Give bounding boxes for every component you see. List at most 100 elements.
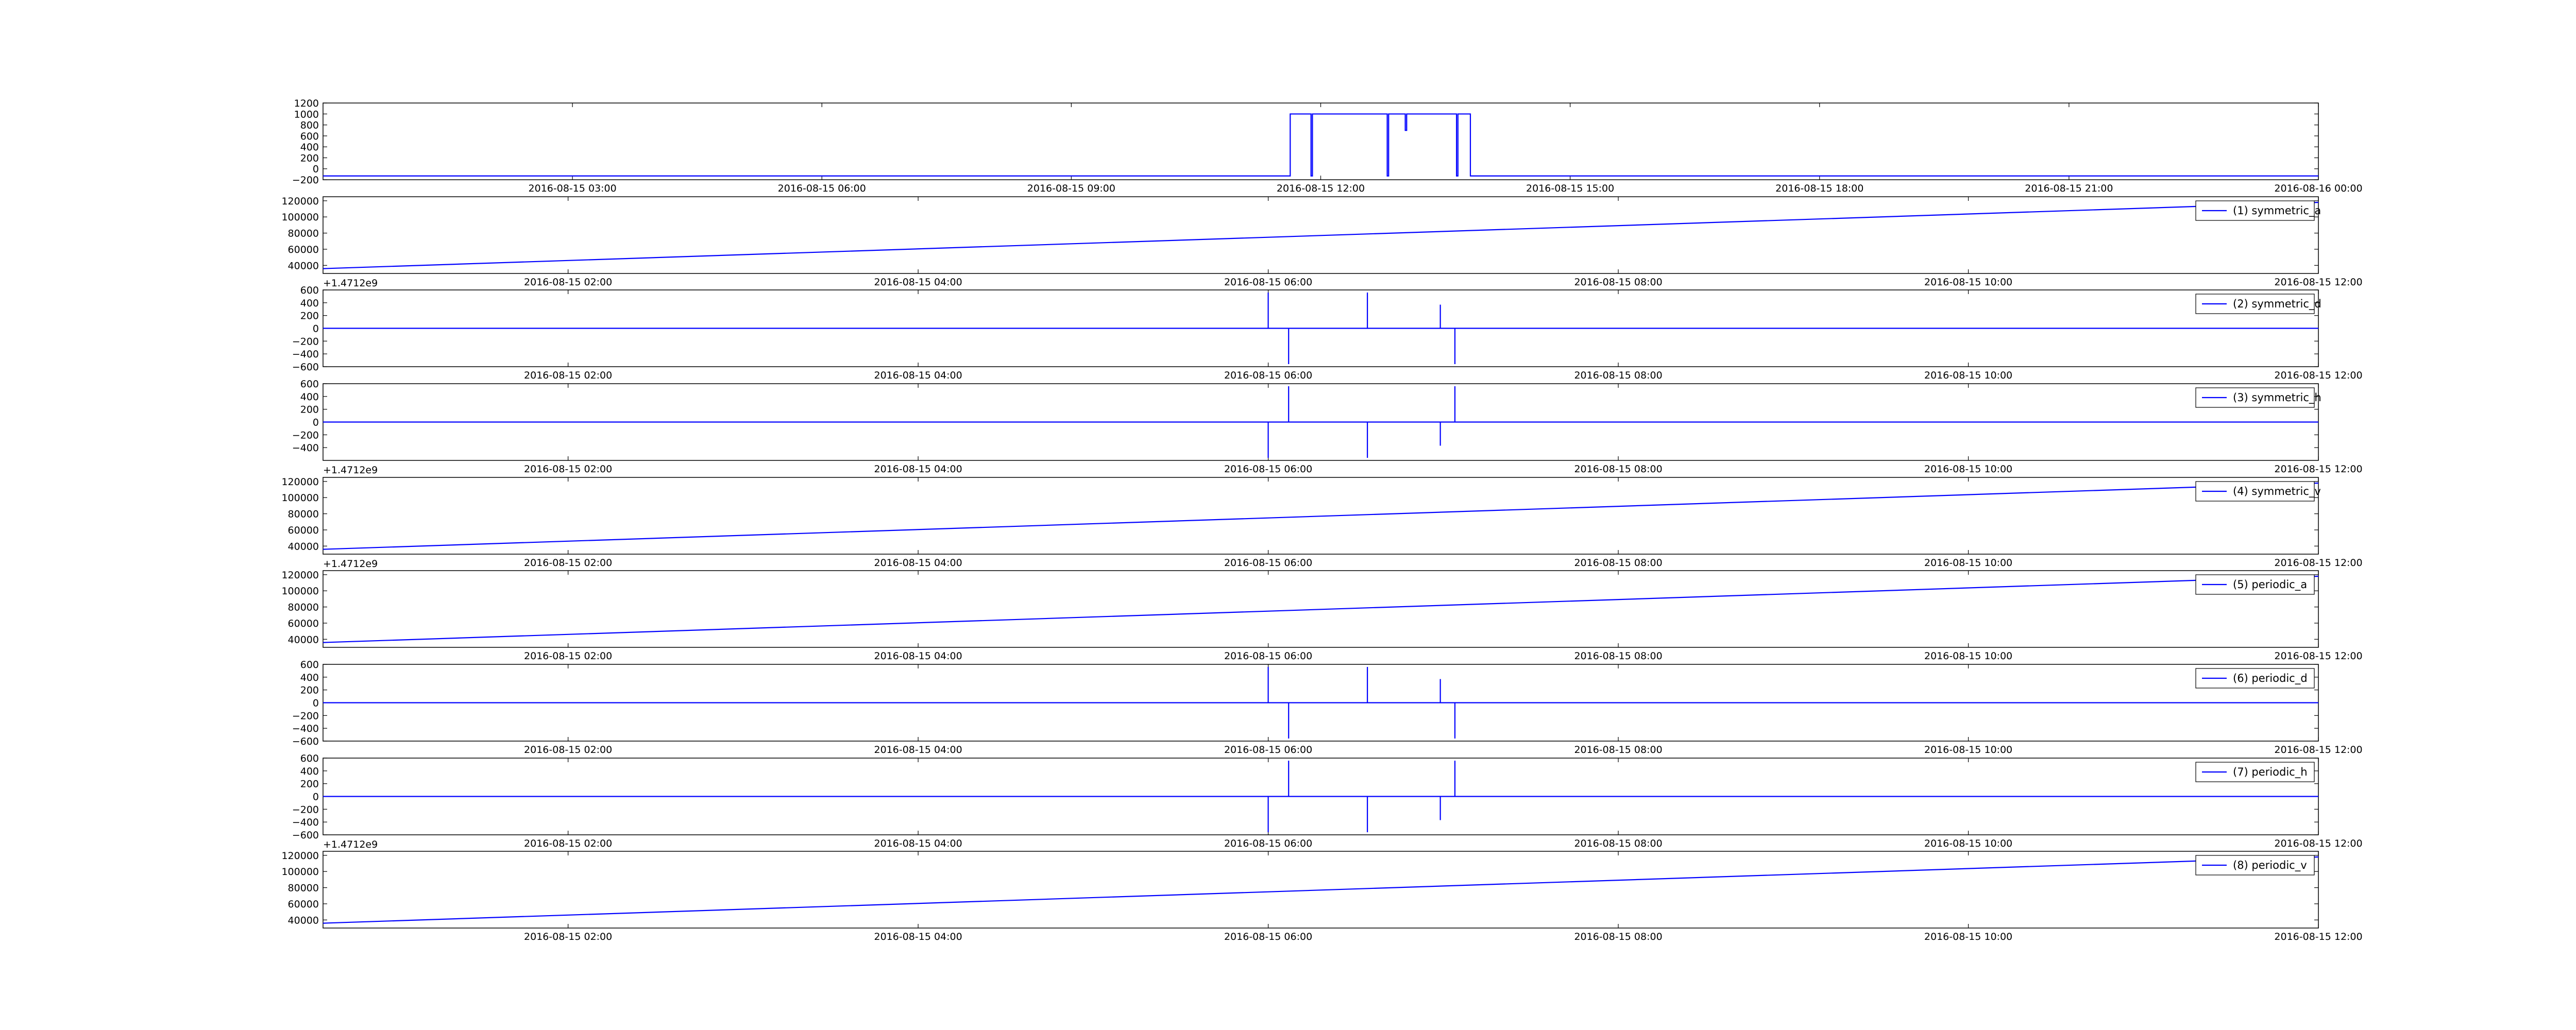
y-tick-label: 60000 xyxy=(288,618,319,629)
y-tick-label: 600 xyxy=(300,285,319,296)
x-tick-label: 2016-08-15 08:00 xyxy=(1574,838,1662,849)
series-line xyxy=(323,113,2318,177)
x-tick-label: 2016-08-15 06:00 xyxy=(1224,557,1312,569)
y-tick-label: 80000 xyxy=(288,883,319,894)
legend: (8) periodic_v xyxy=(2195,855,2315,876)
y-tick-label: 100000 xyxy=(281,212,319,223)
x-tick-label: 2016-08-15 12:00 xyxy=(2274,277,2362,288)
x-tick-label: 2016-08-15 02:00 xyxy=(524,838,612,849)
y-tick-label: 0 xyxy=(313,417,319,428)
x-tick-label: 2016-08-15 06:00 xyxy=(1224,277,1312,288)
y-tick-label: 1000 xyxy=(294,109,319,120)
x-tick-label: 2016-08-15 08:00 xyxy=(1574,744,1662,756)
y-tick-label: 100000 xyxy=(281,586,319,597)
legend: (6) periodic_d xyxy=(2195,668,2315,689)
y-tick-label: 60000 xyxy=(288,899,319,910)
y-tick-label: 0 xyxy=(313,792,319,803)
x-tick-label: 2016-08-15 10:00 xyxy=(1924,744,2012,756)
y-tick-label: 200 xyxy=(300,404,319,416)
y-tick-label: −600 xyxy=(292,830,319,841)
x-tick-label: 2016-08-15 06:00 xyxy=(1224,370,1312,381)
y-tick-label: 40000 xyxy=(288,260,319,271)
series-line xyxy=(323,856,2319,924)
y-tick-label: 100000 xyxy=(281,492,319,504)
y-tick-label: 80000 xyxy=(288,228,319,239)
y-tick-label: 40000 xyxy=(288,915,319,926)
legend: (2) symmetric_d xyxy=(2195,294,2321,314)
x-tick-label: 2016-08-15 10:00 xyxy=(1924,931,2012,942)
x-tick-label: 2016-08-15 04:00 xyxy=(874,650,962,662)
legend-label: (8) periodic_v xyxy=(2233,859,2307,872)
x-tick-label: 2016-08-15 12:00 xyxy=(2274,744,2362,756)
x-tick-label: 2016-08-15 10:00 xyxy=(1924,650,2012,662)
y-tick-label: −600 xyxy=(292,736,319,747)
y-tick-label: 400 xyxy=(300,766,319,777)
legend: (1) symmetric_a xyxy=(2195,200,2321,221)
x-tick-label: 2016-08-15 06:00 xyxy=(1224,838,1312,849)
x-tick-label: 2016-08-15 10:00 xyxy=(1924,557,2012,569)
x-tick-label: 2016-08-15 03:00 xyxy=(529,183,617,194)
x-offset-label: +1.4712e9 xyxy=(323,278,378,289)
y-tick-label: 600 xyxy=(300,659,319,671)
x-tick-label: 2016-08-15 15:00 xyxy=(1526,183,1614,194)
y-tick-label: −400 xyxy=(292,817,319,828)
x-tick-label: 2016-08-15 10:00 xyxy=(1924,370,2012,381)
x-tick-label: 2016-08-15 04:00 xyxy=(874,744,962,756)
legend-label: (3) symmetric_h xyxy=(2233,391,2321,404)
legend-label: (2) symmetric_d xyxy=(2233,298,2321,311)
y-tick-label: 400 xyxy=(300,142,319,153)
x-tick-label: 2016-08-15 08:00 xyxy=(1574,650,1662,662)
y-tick-label: −200 xyxy=(292,430,319,441)
x-offset-label: +1.4712e9 xyxy=(323,558,378,570)
x-tick-label: 2016-08-15 04:00 xyxy=(874,838,962,849)
y-tick-label: 400 xyxy=(300,298,319,309)
x-tick-label: 2016-08-15 10:00 xyxy=(1924,838,2012,849)
x-tick-label: 2016-08-15 02:00 xyxy=(524,931,612,942)
series-line xyxy=(323,575,2319,643)
y-tick-label: −200 xyxy=(292,336,319,347)
x-tick-label: 2016-08-15 12:00 xyxy=(2274,370,2362,381)
y-tick-label: 120000 xyxy=(281,570,319,581)
legend: (7) periodic_h xyxy=(2195,762,2315,782)
y-tick-label: 80000 xyxy=(288,602,319,613)
x-offset-label: +1.4712e9 xyxy=(323,839,378,850)
y-tick-label: 200 xyxy=(300,152,319,164)
y-tick-label: 200 xyxy=(300,311,319,322)
x-tick-label: 2016-08-15 06:00 xyxy=(1224,744,1312,756)
x-tick-label: 2016-08-15 12:00 xyxy=(2274,464,2362,475)
x-tick-label: 2016-08-15 12:00 xyxy=(2274,650,2362,662)
plot-frame xyxy=(323,851,2319,929)
x-tick-label: 2016-08-15 12:00 xyxy=(2274,557,2362,569)
y-tick-label: 60000 xyxy=(288,244,319,255)
y-tick-label: 120000 xyxy=(281,850,319,862)
y-tick-label: 0 xyxy=(313,164,319,175)
y-tick-label: −400 xyxy=(292,349,319,360)
y-tick-label: 800 xyxy=(300,120,319,131)
x-tick-label: 2016-08-16 00:00 xyxy=(2274,183,2362,194)
y-tick-label: 0 xyxy=(313,323,319,335)
legend: (4) symmetric_v xyxy=(2195,481,2321,502)
y-tick-label: −200 xyxy=(292,710,319,722)
y-tick-label: 600 xyxy=(300,753,319,764)
x-tick-label: 2016-08-15 02:00 xyxy=(524,370,612,381)
y-tick-label: 80000 xyxy=(288,509,319,520)
plot-frame xyxy=(323,570,2319,648)
y-tick-label: 1200 xyxy=(294,98,319,109)
y-tick-label: 40000 xyxy=(288,634,319,645)
x-tick-label: 2016-08-15 12:00 xyxy=(2274,838,2362,849)
series-line xyxy=(323,482,2319,550)
legend-label: (6) periodic_d xyxy=(2233,672,2308,685)
x-tick-label: 2016-08-15 04:00 xyxy=(874,557,962,569)
legend-label: (7) periodic_h xyxy=(2233,766,2308,779)
x-tick-label: 2016-08-15 12:00 xyxy=(1277,183,1365,194)
y-tick-label: 60000 xyxy=(288,525,319,536)
